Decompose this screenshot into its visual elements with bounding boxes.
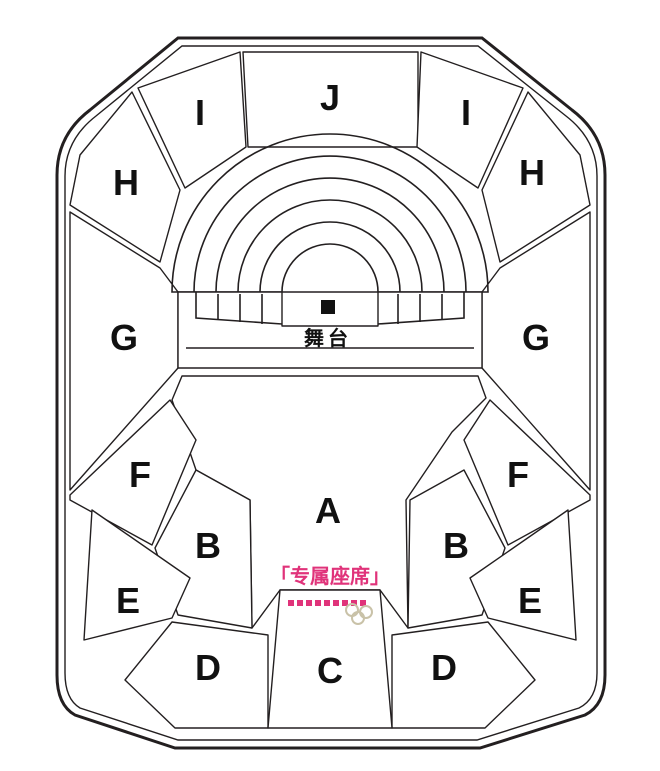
linked-rings-icon	[345, 603, 373, 625]
outer-wall	[55, 36, 607, 750]
section-label-g-left: G	[110, 317, 138, 358]
section-h-right[interactable]	[481, 91, 591, 263]
section-h-left[interactable]	[69, 91, 181, 263]
section-d-left[interactable]	[124, 621, 269, 729]
section-g-right[interactable]	[481, 211, 591, 491]
section-d-right[interactable]	[391, 621, 536, 729]
section-f-left[interactable]	[69, 399, 197, 546]
section-label-g-right: G	[522, 317, 550, 358]
exclusive-seat-label: 「专属座席」	[270, 564, 390, 588]
section-e-right[interactable]	[469, 509, 577, 641]
stage-pit	[177, 291, 483, 369]
section-e-left[interactable]	[83, 509, 191, 641]
section-label-a: A	[315, 490, 341, 531]
stage-label: 舞台	[304, 326, 352, 350]
stage-tiers	[171, 133, 489, 293]
section-c[interactable]	[267, 589, 393, 729]
section-label-b-left: B	[195, 525, 221, 566]
section-label-d-right: D	[431, 647, 457, 688]
section-label-h-left: H	[113, 162, 139, 203]
stage-pit-rows	[186, 292, 474, 349]
section-label-f-right: F	[507, 454, 529, 495]
section-i-left[interactable]	[137, 51, 247, 189]
section-label-e-right: E	[518, 580, 542, 621]
section-label-j: J	[320, 77, 340, 118]
section-label-h-right: H	[519, 152, 545, 193]
section-label-b-right: B	[443, 525, 469, 566]
section-label-e-left: E	[116, 580, 140, 621]
black-square-icon	[321, 300, 335, 314]
section-label-d-left: D	[195, 647, 221, 688]
section-label-i-left: I	[195, 92, 205, 133]
section-label-i-right: I	[461, 92, 471, 133]
section-label-f-left: F	[129, 454, 151, 495]
section-label-c: C	[317, 650, 343, 691]
inner-wall	[64, 45, 598, 741]
section-i-right[interactable]	[416, 51, 524, 189]
